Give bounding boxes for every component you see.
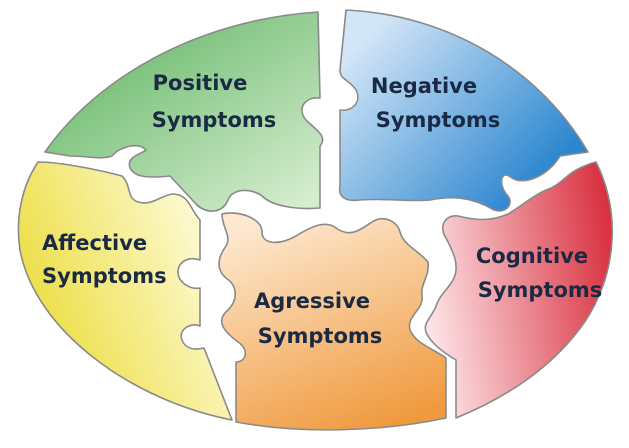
piece-negative-symptoms: Negative Symptoms	[338, 9, 589, 212]
label-affective-line2: Symptoms	[42, 264, 167, 288]
puzzle-piece-affective	[17, 161, 233, 421]
puzzle-piece-positive	[44, 11, 324, 212]
piece-affective-symptoms: Affective Symptoms	[17, 161, 233, 421]
label-positive-line1: Positive	[153, 71, 248, 95]
piece-agressive-symptoms: Agressive Symptoms	[218, 212, 447, 431]
label-agressive-line2: Symptoms	[258, 324, 383, 348]
label-cognitive-line2: Symptoms	[478, 278, 603, 302]
label-positive-line2: Symptoms	[152, 108, 277, 132]
label-affective-line1: Affective	[42, 231, 147, 255]
label-negative-line1: Negative	[371, 74, 477, 98]
puzzle-piece-negative	[338, 9, 589, 212]
label-agressive-line1: Agressive	[254, 289, 370, 313]
puzzle-piece-cognitive	[424, 161, 614, 419]
piece-cognitive-symptoms: Cognitive Symptoms	[424, 161, 614, 419]
label-negative-line2: Symptoms	[376, 108, 501, 132]
puzzle-piece-agressive	[218, 212, 447, 431]
label-cognitive-line1: Cognitive	[476, 244, 588, 268]
piece-positive-symptoms: Positive Symptoms	[44, 11, 324, 212]
